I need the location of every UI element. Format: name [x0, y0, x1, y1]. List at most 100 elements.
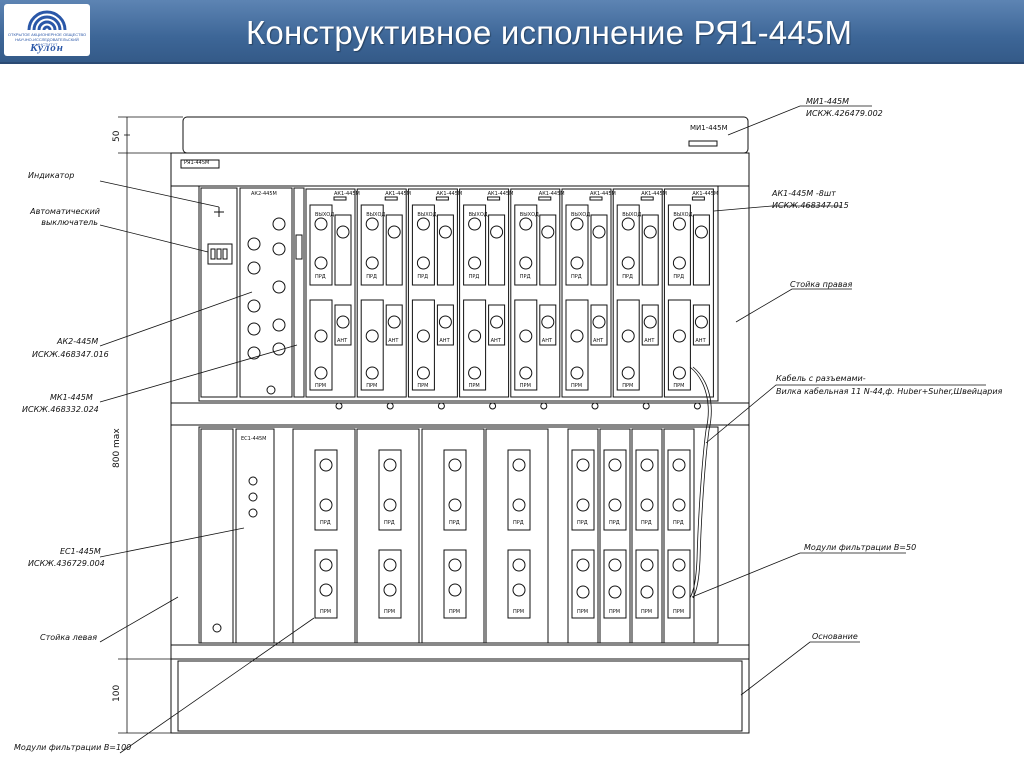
connector-icon	[468, 366, 482, 380]
filter-prd-label: ПРД	[577, 520, 588, 526]
connector-icon	[672, 366, 686, 380]
ak1-module	[561, 188, 612, 410]
connector-icon	[672, 256, 686, 270]
connector-icon	[383, 458, 397, 472]
connector-icon	[448, 458, 462, 472]
filter-prd-label: ПРД	[384, 520, 395, 526]
connector-icon	[570, 217, 584, 231]
company-logo: ОТКРЫТОЕ АКЦИОНЕРНОЕ ОБЩЕСТВО НАУЧНО-ИСС…	[4, 4, 90, 56]
filter-prm-label: ПРМ	[320, 609, 332, 615]
ak1-modules	[305, 188, 714, 410]
module-ant-label: АНТ	[337, 338, 348, 344]
label-mi1-name: МИ1-445М	[806, 97, 850, 106]
connector-icon	[608, 558, 622, 572]
filter-prm-label: ПРМ	[577, 609, 589, 615]
connector-icon	[672, 585, 686, 599]
module-ant-label: АНТ	[439, 338, 450, 344]
module-prd-label: ПРД	[571, 274, 582, 280]
ak1-module-label: АК1-445М	[487, 191, 514, 197]
connector-icon	[416, 256, 430, 270]
ak1-module-label: АК1-445М	[385, 191, 412, 197]
connector-icon	[640, 585, 654, 599]
connector-icon	[621, 366, 635, 380]
mi1-box	[182, 116, 749, 154]
ak2-panel-label: АК2-445М	[251, 191, 277, 197]
filter-prm-label: ПРМ	[641, 609, 653, 615]
label-ak2-code: ИСКЖ.468347.016	[32, 350, 109, 359]
filter-modules-b50	[567, 428, 695, 644]
dimension-bottom: 100	[112, 684, 122, 702]
module-ant-label: АНТ	[695, 338, 706, 344]
connector-icon	[448, 583, 462, 597]
connector-icon	[512, 558, 526, 572]
connector-icon	[640, 498, 654, 512]
ec1-panel	[235, 428, 275, 644]
logo-brand: Кулон	[30, 42, 64, 54]
module-port-label: ВЫХОД	[673, 212, 693, 218]
label-filters-b50: Модули фильтрации В=50	[804, 543, 917, 552]
label-mk1-name: МК1-445М	[50, 393, 93, 402]
ak1-module-label: АК1-445М	[334, 191, 360, 197]
connector-icon	[448, 498, 462, 512]
module-prd-label: ПРД	[622, 274, 633, 280]
module-prd-label: ПРД	[366, 274, 377, 280]
connector-icon	[519, 366, 533, 380]
connector-icon	[314, 329, 328, 343]
filter-prd-label: ПРД	[609, 520, 620, 526]
connector-icon	[416, 366, 430, 380]
connector-icon	[319, 498, 333, 512]
module-ant-label: АНТ	[541, 338, 553, 344]
connector-icon	[383, 558, 397, 572]
connector-icon	[570, 366, 584, 380]
module-prm-label: ПРМ	[673, 383, 685, 389]
connector-icon	[576, 558, 590, 572]
connector-icon	[608, 498, 622, 512]
connector-icon	[621, 256, 635, 270]
module-ant-label: АНТ	[490, 338, 501, 344]
connector-icon	[365, 217, 379, 231]
label-rack-right: Стойка правая	[790, 280, 853, 289]
ak1-module	[510, 188, 561, 410]
breaker-panel	[200, 187, 238, 398]
connector-icon	[640, 558, 654, 572]
connector-icon	[576, 585, 590, 599]
connector-icon	[640, 458, 654, 472]
ak1-module	[305, 188, 356, 410]
connector-icon	[672, 458, 686, 472]
ak1-module-label: АК1-445М	[590, 191, 616, 197]
mi1-label-plate	[688, 140, 718, 147]
label-base: Основание	[812, 632, 858, 641]
module-port-label: ВЫХОД	[519, 212, 539, 218]
slide-header: ОТКРЫТОЕ АКЦИОНЕРНОЕ ОБЩЕСТВО НАУЧНО-ИСС…	[0, 0, 1024, 64]
logo-small-text: ОТКРЫТОЕ АКЦИОНЕРНОЕ ОБЩЕСТВО НАУЧНО-ИСС…	[7, 32, 87, 47]
connector-icon	[314, 217, 328, 231]
connector-icon	[608, 458, 622, 472]
filter-prm-label: ПРМ	[513, 609, 525, 615]
connector-icon	[512, 498, 526, 512]
ak2-panel	[239, 187, 293, 398]
connector-icon	[512, 458, 526, 472]
connector-icon	[314, 366, 328, 380]
label-filters-b100: Модули фильтрации В=100	[14, 743, 132, 752]
connector-icon	[576, 458, 590, 472]
filter-module-b50	[631, 428, 663, 644]
filter-module-b100	[485, 428, 549, 644]
ak1-module-label: АК1-445М	[641, 191, 668, 197]
connector-icon	[672, 329, 686, 343]
module-port-label: ВЫХОД	[468, 212, 488, 218]
connector-icon	[570, 256, 584, 270]
label-indicator: Индикатор	[28, 171, 75, 180]
slide-title: Конструктивное исполнение РЯ1-445М	[246, 14, 853, 51]
connector-icon	[570, 329, 584, 343]
dimension-top: 50	[112, 130, 122, 142]
module-port-label: ВЫХОД	[366, 212, 386, 218]
module-prm-label: ПРМ	[622, 383, 634, 389]
ak1-module	[459, 188, 510, 410]
filter-module-b50	[599, 428, 631, 644]
filter-prd-label: ПРД	[673, 520, 684, 526]
connector-icon	[576, 498, 590, 512]
connector-icon	[416, 217, 430, 231]
module-ant-label: АНТ	[644, 338, 655, 344]
label-ak1-name: АК1-445М -8шт	[772, 189, 836, 198]
ak1-module	[663, 188, 714, 410]
